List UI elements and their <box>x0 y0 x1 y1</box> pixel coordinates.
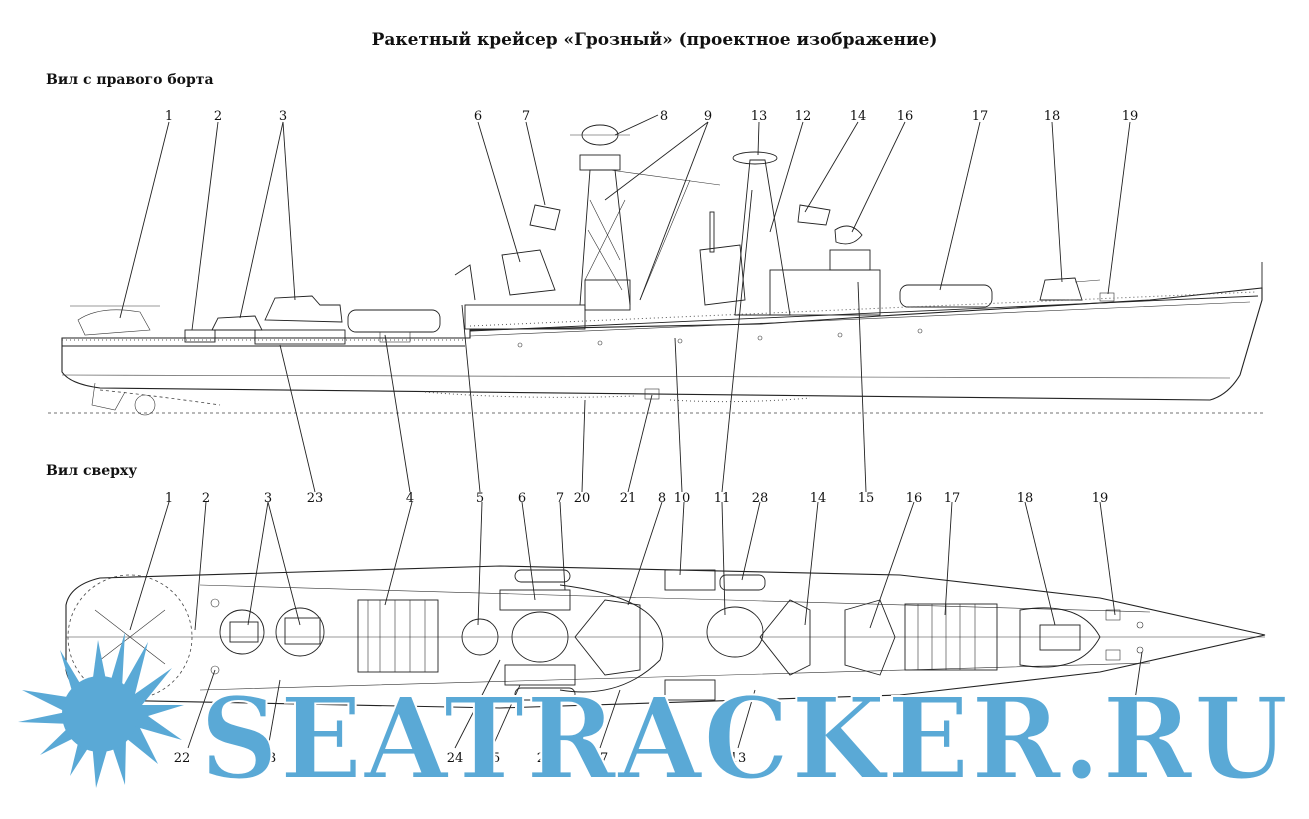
top-label: 2 <box>202 491 210 506</box>
top-label: 17 <box>944 491 961 506</box>
diagram-title: Ракетный крейсер «Грозный» (проектное из… <box>371 30 938 50</box>
side-label: 7 <box>522 109 530 124</box>
top-label: 14 <box>810 491 827 506</box>
side-label: 19 <box>1122 109 1139 124</box>
side-label: 4 <box>406 491 414 506</box>
top-label: 13 <box>730 751 747 766</box>
top-label: 18 <box>1017 491 1034 506</box>
top-label: 7 <box>556 491 564 506</box>
side-hull <box>61 287 1263 401</box>
top-label: 8 <box>658 491 666 506</box>
top-label: 27 <box>592 751 609 766</box>
side-label: 3 <box>279 109 287 124</box>
top-label: 3 <box>264 491 272 506</box>
top-label: 16 <box>906 491 923 506</box>
side-label: 12 <box>795 109 812 124</box>
side-label: 15 <box>858 491 875 506</box>
sunburst-logo-icon <box>18 632 184 788</box>
top-label: 24 <box>447 751 464 766</box>
side-label: 5 <box>476 491 484 506</box>
side-label: 16 <box>897 109 914 124</box>
top-label: 6 <box>518 491 526 506</box>
side-label: 21 <box>620 491 637 506</box>
top-label: 26 <box>537 751 554 766</box>
side-label: 23 <box>307 491 324 506</box>
side-label: 1 <box>165 109 173 124</box>
side-label: 17 <box>972 109 989 124</box>
side-label: 2 <box>214 109 222 124</box>
top-label: 29 <box>1118 751 1135 766</box>
side-view <box>48 114 1265 493</box>
top-label: 25 <box>484 751 501 766</box>
watermark-text: SEATRACKER.RU <box>200 674 1290 805</box>
top-label: 23 <box>260 751 277 766</box>
top-label: 28 <box>752 491 769 506</box>
top-label: 19 <box>1092 491 1109 506</box>
side-label: 13 <box>751 109 768 124</box>
top-label: 22 <box>174 751 191 766</box>
top-view-label: Вил сверху <box>46 463 138 479</box>
side-label: 18 <box>1044 109 1061 124</box>
side-view-label: Вил с правого борта <box>46 72 214 88</box>
top-label: 1 <box>165 491 173 506</box>
side-label: 9 <box>704 109 712 124</box>
top-view: 1 2 3 4 5 6 7 8 9 10 11 12 13 14 15 16 1… <box>65 109 1266 766</box>
side-label: 8 <box>660 109 668 124</box>
side-label: 10 <box>674 491 691 506</box>
side-label: 6 <box>474 109 482 124</box>
watermark: SEATRACKER.RU <box>18 632 1290 806</box>
side-label: 11 <box>714 491 731 506</box>
side-label: 14 <box>850 109 867 124</box>
side-label: 20 <box>574 491 591 506</box>
